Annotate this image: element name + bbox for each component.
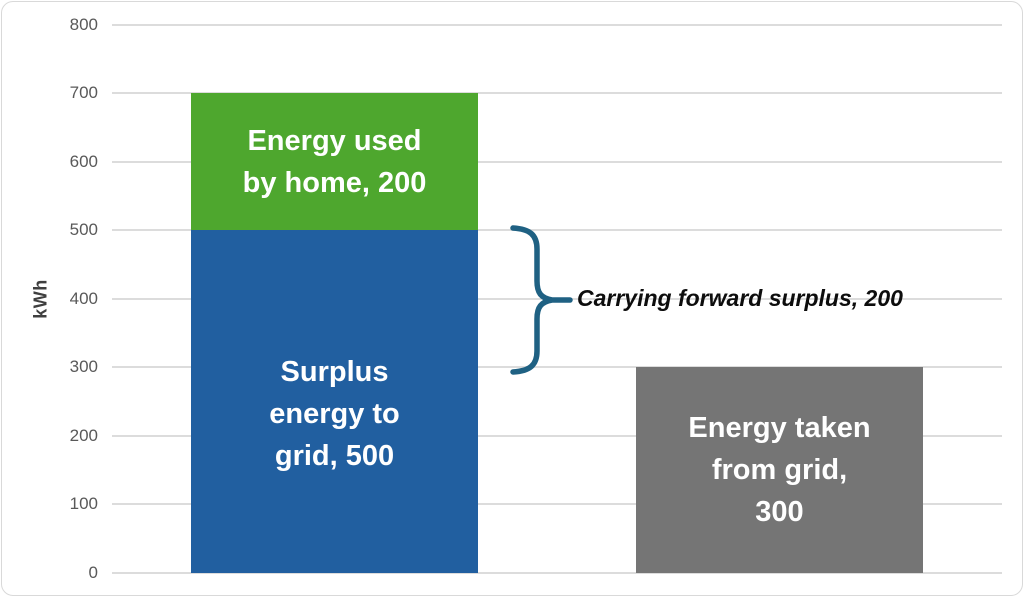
y-tick-label: 600: [69, 151, 98, 171]
gridline: [112, 23, 1002, 26]
y-tick-label: 700: [69, 83, 98, 103]
y-tick-label: 300: [69, 357, 98, 377]
y-tick-label: 400: [69, 288, 98, 308]
y-tick-label: 500: [69, 220, 98, 240]
gridline: [112, 503, 1002, 506]
curly-brace-icon: [510, 225, 573, 375]
bar-segment-surplus-energy-to-grid: Surplus energy to grid, 500: [191, 230, 478, 573]
gridline: [112, 229, 1002, 232]
y-tick-label: 0: [88, 563, 98, 582]
y-tick-label: 100: [69, 494, 98, 514]
y-tick-label: 800: [69, 14, 98, 34]
bar-segment-label: Energy taken from grid, 300: [688, 412, 871, 529]
gridline: [112, 366, 1002, 369]
brace-annotation: [510, 225, 573, 375]
annotation-label: Carrying forward surplus, 200: [577, 284, 903, 311]
gridline: [112, 434, 1002, 437]
gridline: [112, 572, 1002, 574]
bar-segment-label: Energy used by home, 200: [242, 124, 427, 199]
bar-segment-label: Surplus energy to grid, 500: [269, 355, 400, 472]
y-tick-label: 200: [69, 425, 98, 445]
y-axis-title: kWh: [30, 279, 51, 319]
gridline: [112, 160, 1002, 163]
bar-segment-energy-taken-from-grid: Energy taken from grid, 300: [636, 367, 923, 573]
bar-segment-energy-used-by-home: Energy used by home, 200: [191, 93, 478, 231]
gridline: [112, 92, 1002, 95]
